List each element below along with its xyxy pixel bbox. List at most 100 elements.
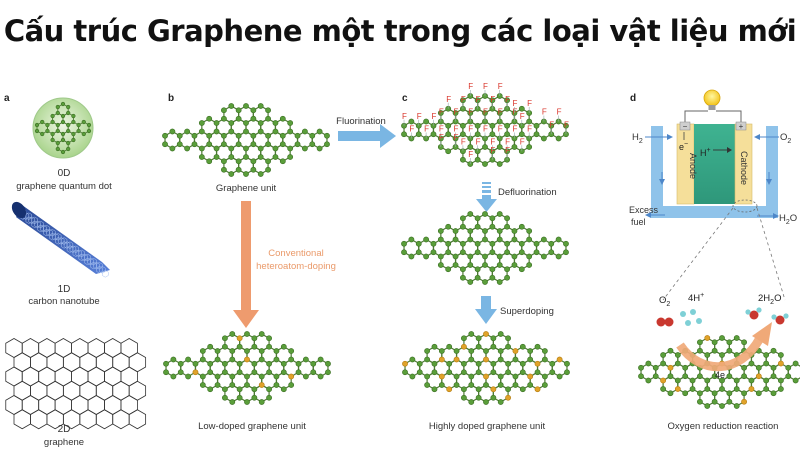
- fluorine-atom: F: [454, 125, 459, 134]
- fluorine-atom: F: [549, 120, 554, 129]
- fluorine-atom: F: [439, 133, 444, 142]
- water-molecules: [745, 307, 789, 325]
- tube-dimension-label: 1D: [58, 284, 71, 295]
- defluorination-arrow: [476, 182, 497, 212]
- orr-label: Oxygen reduction reaction: [668, 421, 779, 432]
- tube-name-label: carbon nanotube: [28, 296, 99, 307]
- superdoping-label: Superdoping: [500, 306, 554, 317]
- fluorine-atom: F: [498, 125, 503, 134]
- fluorine-atom: F: [483, 125, 488, 134]
- excess-fuel-label-1: Excess: [629, 205, 659, 215]
- fluorine-atom: F: [476, 95, 481, 104]
- fluorine-atom: F: [461, 137, 466, 146]
- cathode-label: Cathode: [739, 151, 749, 185]
- fluorine-atom: F: [490, 146, 495, 155]
- fluorine-atom: F: [468, 150, 473, 159]
- low-doped-lattice: [163, 331, 331, 405]
- plus-terminal: +: [739, 122, 744, 131]
- fluorine-atom: F: [542, 108, 547, 117]
- dot-dimension-label: 0D: [58, 168, 71, 179]
- fluorinated-lattice: [401, 93, 569, 167]
- dot-name-label: graphene quantum dot: [16, 181, 112, 192]
- fluorine-atom: F: [520, 112, 525, 121]
- fluorine-atom: F: [490, 137, 495, 146]
- proton-label: H+: [700, 147, 711, 158]
- nanotube-icon: [11, 201, 110, 278]
- orr-catalyst-lattice: [638, 335, 800, 409]
- fluorine-atom: F: [512, 99, 517, 108]
- h2-input-label: H2: [632, 132, 643, 145]
- anode-label: Anode: [688, 153, 698, 179]
- fluorine-atom: F: [409, 125, 414, 134]
- sheet-name-label: graphene: [44, 437, 84, 448]
- defluorination-label: Defluorination: [498, 187, 557, 198]
- fluorine-atom: F: [431, 112, 436, 121]
- o2-molecule: [656, 317, 674, 327]
- reaction-electrons-label: 4e: [715, 370, 725, 380]
- fluorine-atom: F: [483, 108, 488, 117]
- graphene-sheet-icon: [5, 338, 147, 430]
- fluorine-atom: F: [468, 125, 473, 134]
- highly-doped-lattice: [402, 331, 570, 405]
- water-output-label: H2O: [779, 213, 797, 226]
- fluorine-atom: F: [527, 125, 532, 134]
- fluorine-atom: F: [402, 112, 407, 121]
- electron-label: e−: [679, 141, 688, 152]
- fluorination-label: Fluorination: [336, 116, 386, 127]
- panel-a-letter: a: [4, 93, 10, 104]
- fluorine-atom: F: [461, 95, 466, 104]
- fluorine-atom: F: [483, 82, 488, 91]
- fluorine-atom: F: [505, 146, 510, 155]
- fluorine-atom: F: [498, 82, 503, 91]
- proton-particles: [680, 309, 702, 326]
- fluorine-atom: F: [520, 137, 525, 146]
- highly-doped-label: Highly doped graphene unit: [429, 421, 546, 432]
- panel-c-letter: c: [402, 93, 408, 104]
- fuel-cell: [651, 121, 778, 218]
- defluorinated-lattice: [401, 211, 569, 285]
- panel-a: a 0D graphene quantum dot 1D carbon nano…: [4, 93, 147, 448]
- zoom-callout: [662, 199, 786, 301]
- graphene-unit-label: Graphene unit: [216, 183, 277, 194]
- fluorine-atom: F: [439, 108, 444, 117]
- fluorine-atom: F: [417, 112, 422, 121]
- fluorine-atom: F: [454, 133, 459, 142]
- fluorine-atom: F: [490, 95, 495, 104]
- fluorine-atom: F: [557, 108, 562, 117]
- fluorine-atom: F: [512, 108, 517, 117]
- fluorine-atom: F: [505, 95, 510, 104]
- fluorine-atom: F: [512, 125, 517, 134]
- quantum-dot-icon: [32, 97, 94, 159]
- low-doped-label: Low-doped graphene unit: [198, 421, 306, 432]
- panel-b: b Graphene unit Conventional heteroatom-…: [162, 93, 336, 432]
- reaction-o2-label: O2: [659, 295, 670, 308]
- reaction-4h-label: 4H+: [688, 292, 704, 304]
- superdoping-arrow: [475, 296, 497, 324]
- fluorine-atom: F: [439, 125, 444, 134]
- fluorine-atom: F: [424, 125, 429, 134]
- fluorine-atom: F: [446, 95, 451, 104]
- reaction-arrow: [676, 322, 772, 372]
- excess-fuel-label-2: fuel: [631, 217, 646, 227]
- fluorine-atom: F: [527, 99, 532, 108]
- minus-terminal: −: [683, 122, 688, 131]
- graphene-unit-lattice: [162, 103, 330, 177]
- sheet-dimension-label: 2D: [58, 424, 71, 435]
- light-bulb-icon: [703, 89, 721, 110]
- panel-d: d − + Anode Cathode e− H+: [629, 89, 800, 432]
- fluorine-atom: F: [454, 108, 459, 117]
- fluorine-atom: F: [498, 108, 503, 117]
- o2-input-label: O2: [780, 132, 791, 145]
- fluorine-atom: F: [468, 82, 473, 91]
- fluorine-atom: F: [564, 120, 569, 129]
- panel-b-letter: b: [168, 93, 174, 104]
- fluorine-atom: F: [505, 137, 510, 146]
- doping-arrow-label-2: heteroatom-doping: [256, 261, 336, 272]
- page-title: Cấu trúc Graphene một trong các loại vật…: [3, 14, 797, 48]
- fluorine-atom: F: [476, 137, 481, 146]
- doping-arrow: [233, 201, 259, 328]
- fluorination-arrow: [338, 124, 396, 148]
